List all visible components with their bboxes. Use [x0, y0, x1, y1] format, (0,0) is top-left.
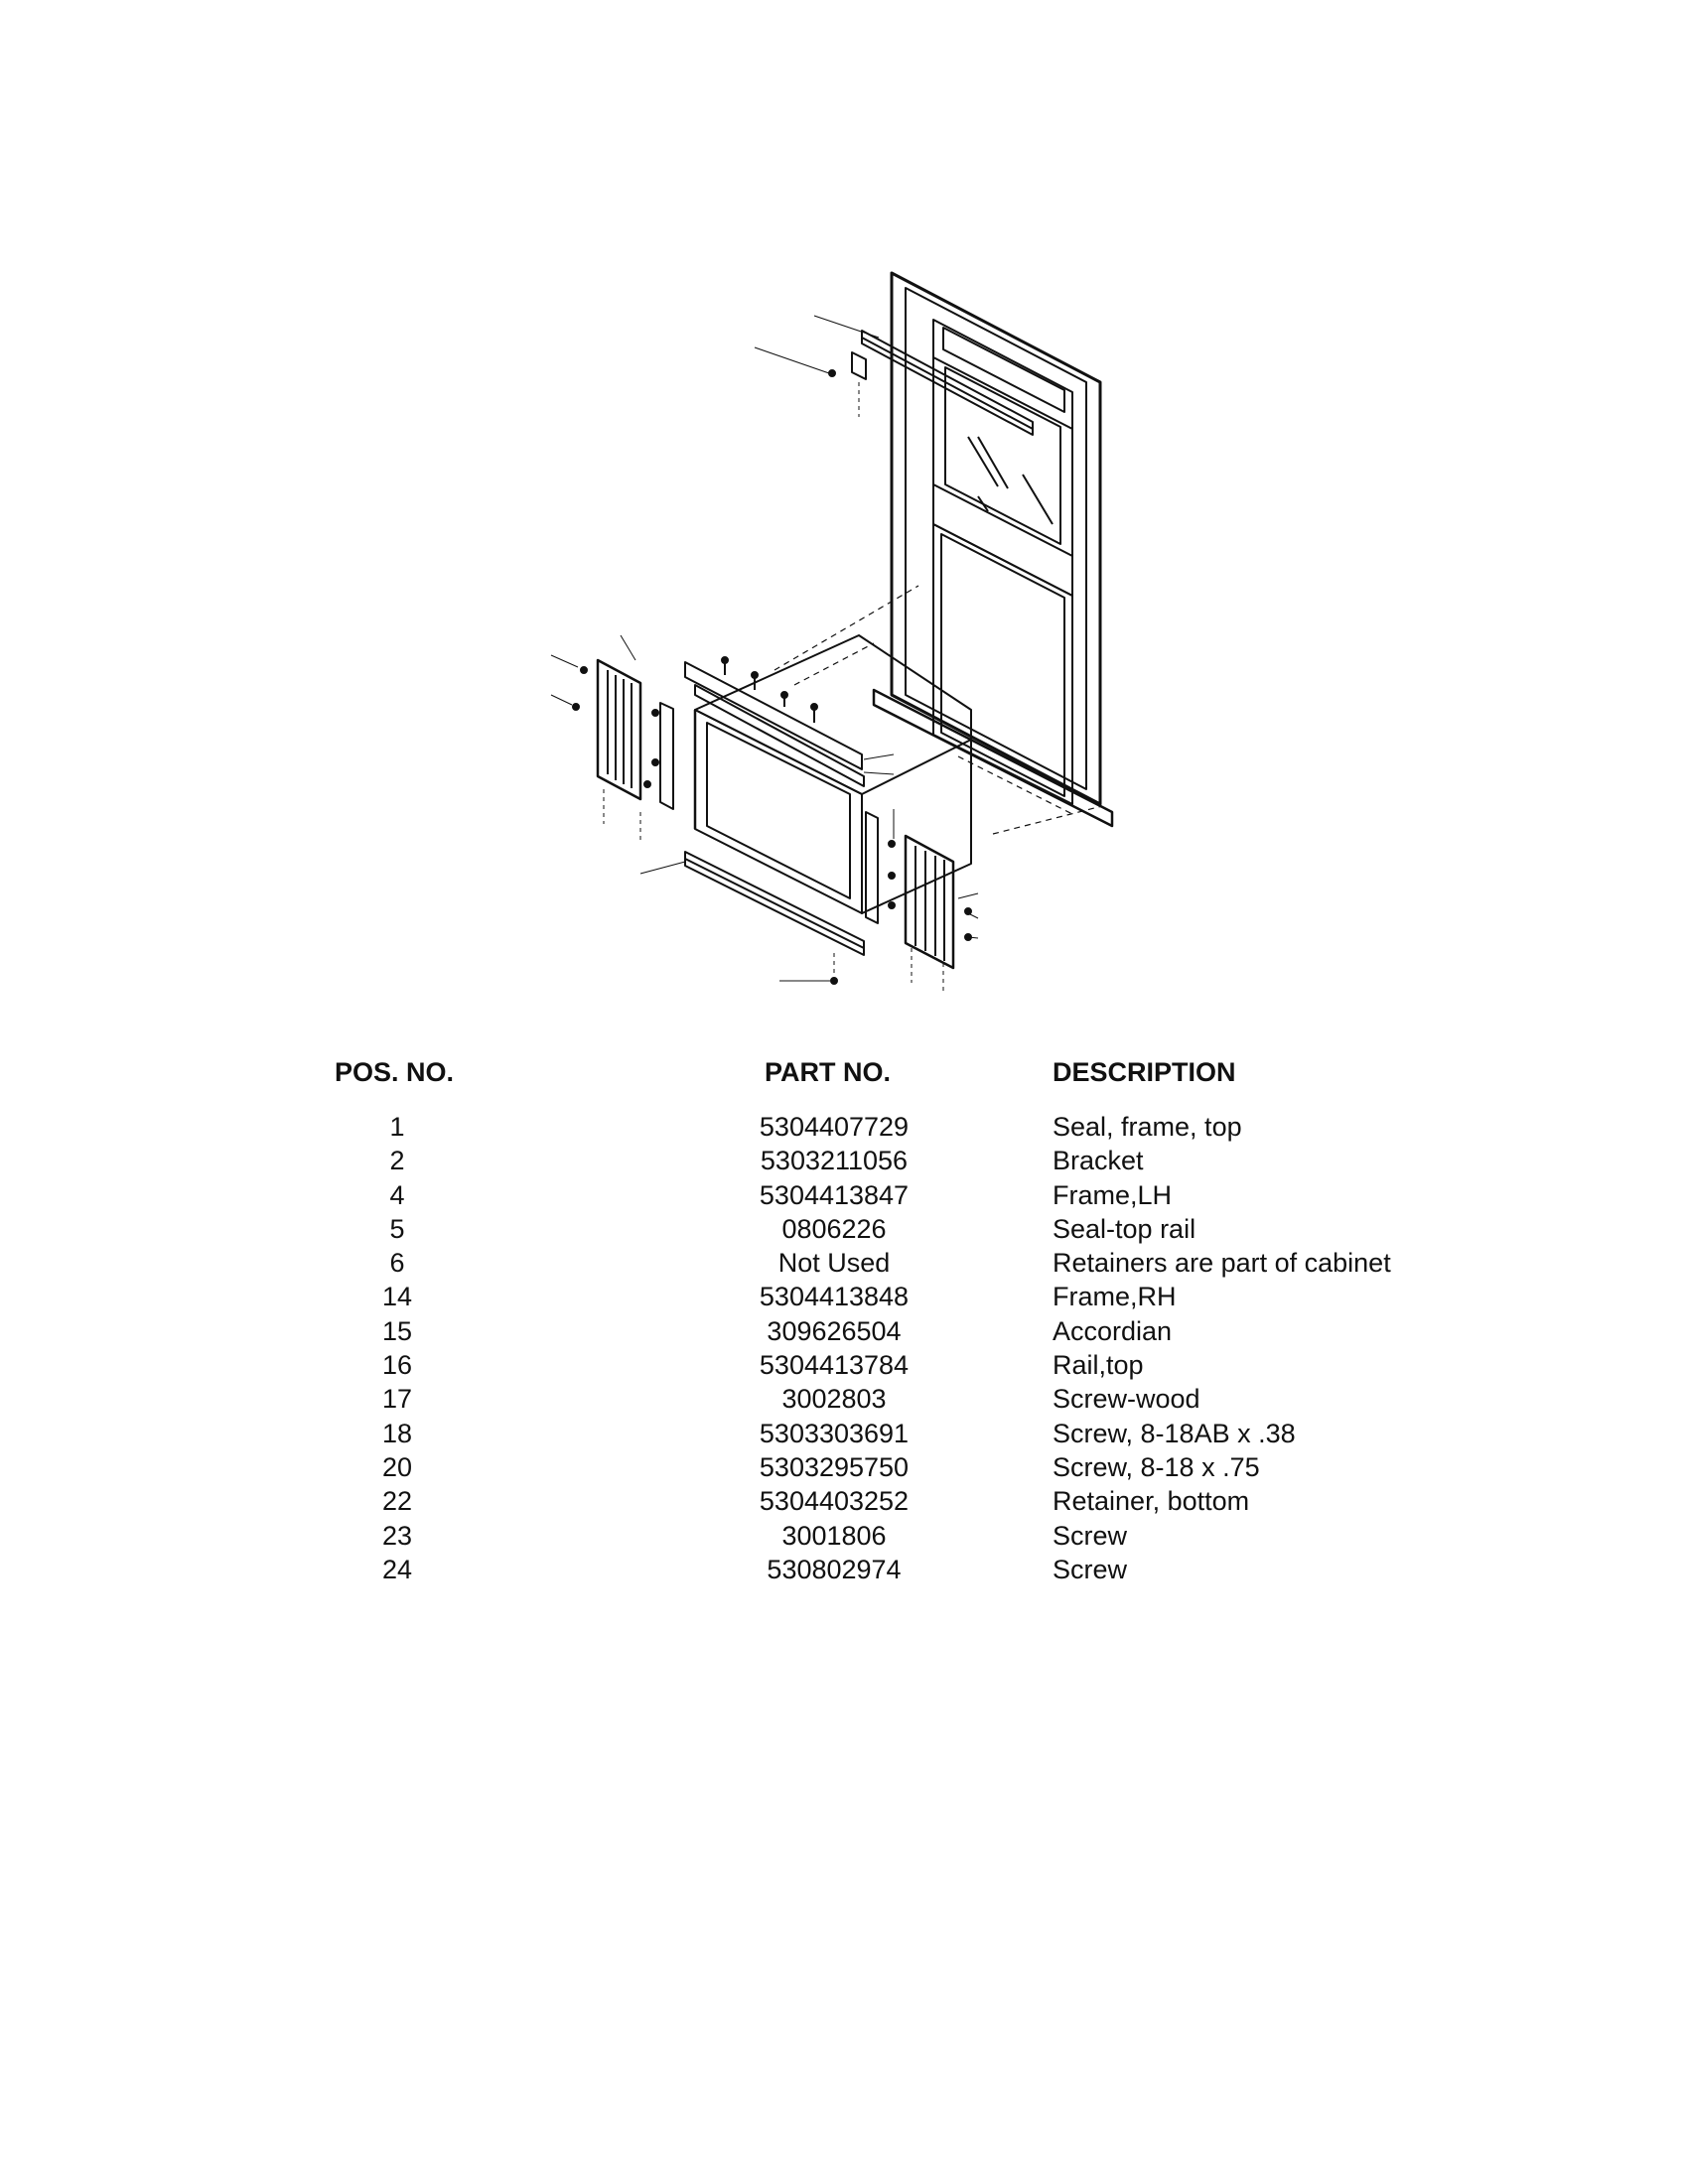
pos-no-header: POS. NO. — [335, 1057, 455, 1087]
table-row: 6 Not Used Retainers are part of cabinet — [0, 1246, 1688, 1280]
description-cell: Screw, 8-18 x .75 — [1053, 1451, 1260, 1482]
part-no-header: PART NO. — [765, 1057, 891, 1087]
left-accordion-frame — [572, 658, 674, 844]
part-no-cell: 5304413848 — [759, 1282, 910, 1312]
pos-no-cell: 14 — [381, 1282, 413, 1312]
part-no-cell: 5304407729 — [759, 1112, 910, 1142]
part-no-cell: 5303211056 — [760, 1146, 909, 1176]
table-row: 2 5303211056 Bracket — [0, 1144, 1688, 1177]
description-cell: Retainer, bottom — [1053, 1486, 1250, 1517]
part-no-cell: 5303303691 — [759, 1418, 910, 1448]
table-row: 22 5304403252 Retainer, bottom — [0, 1484, 1688, 1518]
description-cell: Retainers are part of cabinet — [1053, 1248, 1391, 1279]
description-cell: Screw — [1053, 1520, 1128, 1551]
pos-no-cell: 4 — [389, 1179, 405, 1210]
pos-no-cell: 17 — [381, 1384, 413, 1415]
pos-no-cell: 16 — [381, 1350, 413, 1381]
pos-no-cell: 18 — [381, 1418, 413, 1448]
description-cell: Screw, 8-18AB x .38 — [1053, 1418, 1296, 1448]
part-no-cell: 5304403252 — [759, 1486, 910, 1517]
description-cell: Bracket — [1053, 1146, 1144, 1176]
pos-no-cell: 5 — [389, 1213, 405, 1244]
part-no-cell: 3001806 — [781, 1520, 887, 1551]
part-no-cell: 5304413847 — [759, 1179, 910, 1210]
description-cell: Screw-wood — [1053, 1384, 1200, 1415]
cabinet-sleeve — [693, 634, 972, 914]
description-cell: Screw — [1053, 1554, 1128, 1584]
description-header: DESCRIPTION — [1053, 1057, 1236, 1087]
description-cell: Accordian — [1053, 1315, 1173, 1346]
parts-list: 1 5304407729 Seal, frame, top 2 53032110… — [0, 1110, 1688, 1586]
exploded-installation-diagram — [550, 271, 1114, 993]
pos-no-cell: 24 — [381, 1554, 413, 1584]
part-no-cell: 0806226 — [781, 1213, 887, 1244]
guide-lines — [774, 585, 1103, 835]
leader-marks — [550, 634, 979, 982]
table-row: 24 530802974 Screw — [0, 1553, 1688, 1586]
pos-no-cell: 15 — [381, 1315, 413, 1346]
pos-no-cell: 22 — [381, 1486, 413, 1517]
top-rail — [684, 656, 865, 787]
table-row: 15 309626504 Accordian — [0, 1314, 1688, 1348]
window-frame — [872, 271, 1114, 828]
description-cell: Seal-top rail — [1053, 1213, 1196, 1244]
pos-no-cell: 20 — [381, 1451, 413, 1482]
table-row: 18 5303303691 Screw, 8-18AB x .38 — [0, 1417, 1688, 1450]
part-no-cell: 3002803 — [781, 1384, 887, 1415]
part-no-cell: 5304413784 — [759, 1350, 910, 1381]
table-row: 17 3002803 Screw-wood — [0, 1382, 1688, 1416]
description-cell: Rail,top — [1053, 1350, 1144, 1381]
table-row: 1 5304407729 Seal, frame, top — [0, 1110, 1688, 1144]
table-row: 14 5304413848 Frame,RH — [0, 1280, 1688, 1313]
table-row: 20 5303295750 Screw, 8-18 x .75 — [0, 1450, 1688, 1484]
part-no-cell: 309626504 — [767, 1315, 902, 1346]
description-cell: Frame,LH — [1053, 1179, 1173, 1210]
table-row: 5 0806226 Seal-top rail — [0, 1212, 1688, 1246]
pos-no-cell: 1 — [389, 1112, 405, 1142]
part-no-cell: 5303295750 — [759, 1451, 910, 1482]
pos-no-cell: 2 — [389, 1146, 405, 1176]
bottom-retainer — [684, 851, 865, 985]
part-no-cell: Not Used — [777, 1248, 891, 1279]
table-row: 4 5304413847 Frame,LH — [0, 1178, 1688, 1212]
right-side-retainer — [865, 811, 879, 924]
table-row: 23 3001806 Screw — [0, 1519, 1688, 1553]
description-cell: Seal, frame, top — [1053, 1112, 1242, 1142]
right-accordion-frame — [888, 834, 972, 993]
pos-no-cell: 23 — [381, 1520, 413, 1551]
description-cell: Frame,RH — [1053, 1282, 1177, 1312]
table-row: 16 5304413784 Rail,top — [0, 1348, 1688, 1382]
part-no-cell: 530802974 — [767, 1554, 902, 1584]
top-seal-and-bracket — [754, 315, 1034, 436]
pos-no-cell: 6 — [389, 1248, 405, 1279]
